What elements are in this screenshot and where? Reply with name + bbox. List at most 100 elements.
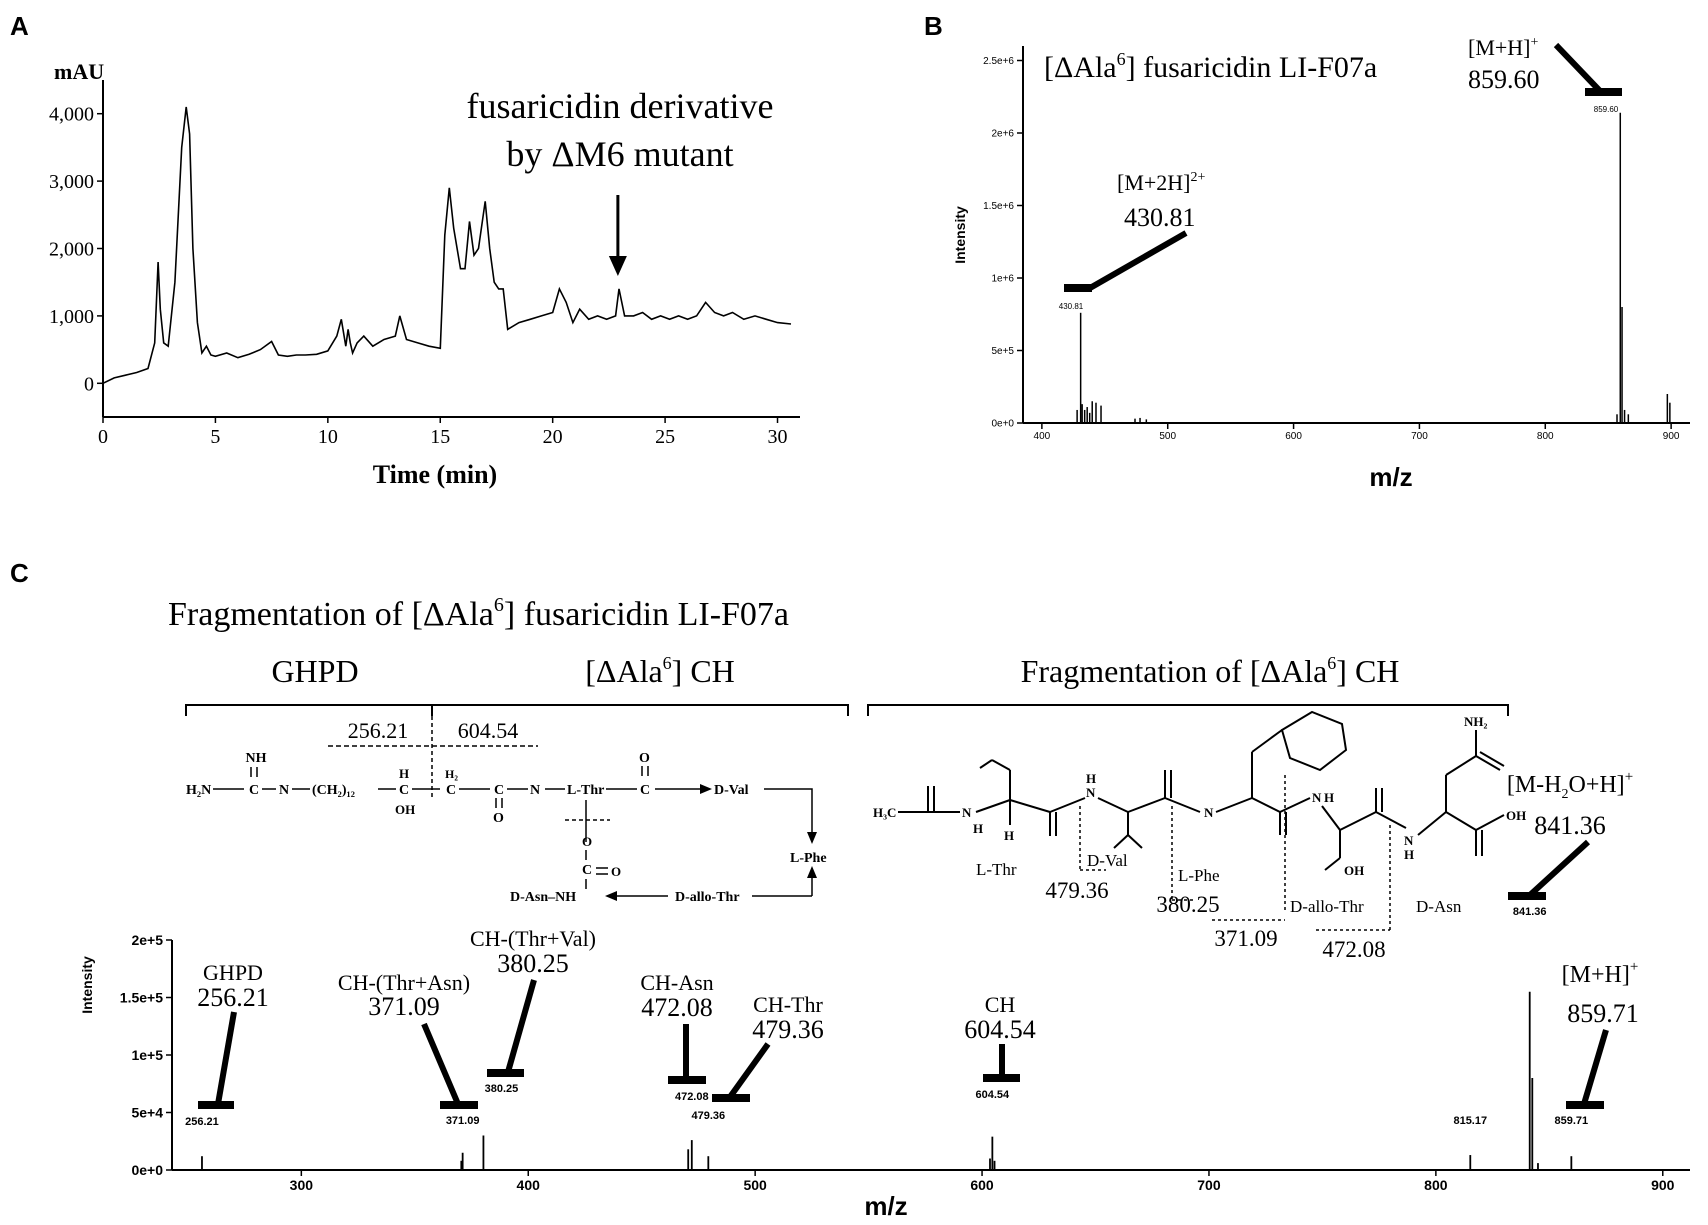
bracket-right (867, 704, 1509, 716)
ann-ch-thr-asn-name: CH-(Thr+Asn) (338, 970, 470, 995)
x-tick-label: 900 (1651, 1177, 1675, 1193)
svg-text:L-Thr: L-Thr (567, 783, 604, 798)
svg-text:H₂N: H₂N (186, 783, 211, 798)
panel-b-ann-m2h-value: 430.81 (1124, 203, 1196, 232)
x-tick-label: 15 (430, 426, 450, 448)
svg-text:O: O (493, 811, 504, 826)
peak-label: 604.54 (976, 1089, 1011, 1101)
svg-text:OH: OH (1506, 808, 1526, 823)
y-tick-label: 2e+5 (131, 932, 163, 948)
svg-text:H₂: H₂ (445, 767, 458, 781)
ann-ch-thr-value: 479.36 (752, 1015, 824, 1044)
panel-b-peak-label-859: 859.60 (1594, 105, 1619, 114)
residue-dallothr: D-allo-Thr (1290, 897, 1364, 916)
peak-label: 841.36 (1513, 906, 1547, 918)
svg-text:D-allo-Thr: D-allo-Thr (675, 890, 740, 905)
x-tick-label: 400 (1034, 431, 1051, 442)
svg-text:N: N (1404, 833, 1414, 848)
panel-c-xlabel: m/z (864, 1191, 907, 1221)
svg-text:C: C (446, 783, 456, 798)
y-tick-label: 1.5e+6 (983, 201, 1014, 212)
y-tick-label: 2.5e+6 (983, 56, 1014, 67)
x-tick-label: 900 (1663, 431, 1680, 442)
panel-b: B [ΔAla6] fusaricidin LI-F07a Intensity … (924, 11, 1690, 492)
svg-text:N: N (530, 783, 540, 798)
struct-mass-604: 604.54 (458, 718, 519, 743)
structure-left: 256.21 604.54 NH H₂N C N (CH₂)₁₂ H C OH … (186, 716, 827, 905)
x-tick-label: 0 (98, 426, 108, 448)
x-tick-label: 600 (970, 1177, 994, 1193)
panel-c-ylabel: Intensity (79, 956, 95, 1014)
x-tick-label: 10 (318, 426, 338, 448)
panel-b-xlabel: m/z (1369, 462, 1412, 492)
svg-text:H: H (399, 766, 409, 781)
svg-text:L-Phe: L-Phe (790, 851, 827, 866)
ann-ch-thr-val-name: CH-(Thr+Val) (470, 926, 596, 951)
bracket-label-ghpd: GHPD (271, 653, 358, 689)
y-tick-label: 5e+5 (991, 346, 1014, 357)
y-tick-label: 2,000 (49, 239, 94, 261)
svg-text:OH: OH (1344, 863, 1364, 878)
x-tick-label: 500 (1159, 431, 1176, 442)
svg-text:O: O (582, 834, 592, 849)
svg-text:D-Asn–NH: D-Asn–NH (510, 890, 576, 905)
svg-text:NH: NH (246, 751, 267, 766)
svg-text:N: N (1312, 790, 1322, 805)
panel-a: A mAU Time (min) fusaricidin derivative … (10, 11, 800, 489)
peak-label: 371.09 (446, 1115, 480, 1127)
svg-text:H₃C: H₃C (873, 805, 896, 820)
cleavage-mass-380: 380.25 (1156, 892, 1219, 917)
bracket-label-fragmentation-ch: Fragmentation of [ΔAla6] CH (1021, 653, 1400, 689)
x-tick-label: 400 (517, 1177, 541, 1193)
panel-b-ann-m2h-leader (1088, 230, 1188, 291)
panel-a-xlabel: Time (min) (373, 460, 497, 489)
structure-right: H₃C N H H N H N (873, 710, 1526, 931)
peak-label: 472.08 (675, 1091, 709, 1103)
y-tick-label: 1e+5 (131, 1047, 163, 1063)
svg-text:N: N (962, 805, 972, 820)
svg-text:(CH₂)₁₂: (CH₂)₁₂ (312, 783, 355, 798)
svg-text:OH: OH (395, 802, 415, 817)
y-tick-label: 0e+0 (991, 419, 1014, 430)
panel-b-ann-mh-leader (1553, 42, 1603, 94)
svg-text:C: C (494, 783, 504, 798)
y-tick-label: 3,000 (49, 171, 94, 193)
panel-b-title: [ΔAla6] fusaricidin LI-F07a (1044, 49, 1377, 84)
panel-b-ann-mh-value: 859.60 (1468, 65, 1540, 94)
svg-text:N: N (279, 783, 289, 798)
panel-a-ylabel: mAU (54, 59, 104, 84)
ann-ch-thr-val-value: 380.25 (497, 949, 569, 978)
svg-text:O: O (639, 751, 650, 766)
panel-c-title: Fragmentation of [ΔAla6] fusaricidin LI-… (168, 594, 789, 633)
x-tick-label: 500 (743, 1177, 767, 1193)
y-tick-label: 1.5e+5 (120, 989, 163, 1005)
panel-c-letter: C (10, 558, 29, 588)
cleavage-mass-371: 371.09 (1214, 926, 1277, 951)
ann-mh-name: [M+H]+ (1562, 959, 1639, 988)
x-tick-label: 800 (1424, 1177, 1448, 1193)
y-tick-label: 4,000 (49, 104, 94, 126)
residue-lphe: L-Phe (1178, 866, 1220, 885)
peak-label: 859.71 (1555, 1115, 1589, 1127)
svg-text:D-Val: D-Val (714, 783, 749, 798)
peak-label: 380.25 (485, 1083, 519, 1095)
x-tick-label: 300 (290, 1177, 314, 1193)
struct-mass-256: 256.21 (348, 718, 409, 743)
svg-text:NH₂: NH₂ (1464, 714, 1488, 729)
ann-m-h2o-h-name: [M-H2O+H]+ (1507, 769, 1633, 802)
cleavage-mass-479: 479.36 (1045, 878, 1108, 903)
ann-ch-name: CH (985, 992, 1016, 1017)
x-tick-label: 800 (1537, 431, 1554, 442)
panel-b-letter: B (924, 11, 943, 41)
panel-b-peak-label-430: 430.81 (1059, 302, 1084, 311)
x-tick-label: 700 (1411, 431, 1428, 442)
ann-ch-thr-asn-value: 371.09 (368, 992, 440, 1021)
peak-label: 815.17 (1453, 1115, 1487, 1127)
svg-text:H: H (1004, 828, 1014, 843)
panel-b-ylabel: Intensity (952, 206, 968, 264)
residue-lthr: L-Thr (976, 860, 1017, 879)
x-tick-label: 600 (1285, 431, 1302, 442)
